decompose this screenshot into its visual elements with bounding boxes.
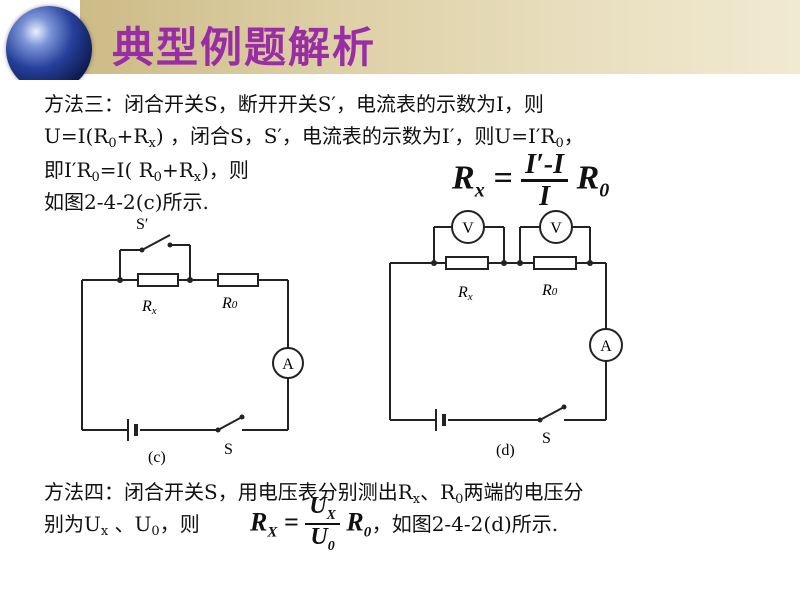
rx-label: Rx	[141, 298, 157, 317]
caption-c: (c)	[148, 449, 166, 466]
ammeter-label: A	[600, 338, 612, 355]
rx-label: Rx	[457, 284, 473, 303]
slide-header: 典型例题解析	[0, 0, 800, 80]
method4-line2: 别为Ux 、U0，则，如图2-4-2(d)所示.	[44, 512, 559, 539]
circuit-c-diagram: S′ Rx R0 A S (c)	[81, 216, 304, 466]
switch-s-prime-label: S′	[136, 216, 148, 233]
method3-line1: 方法三：闭合开关S，断开开关S′，电流表的示数为I，则	[44, 92, 544, 116]
ammeter-label: A	[282, 356, 294, 373]
voltmeter-1-label: V	[462, 220, 474, 237]
voltmeter-2-label: V	[550, 220, 562, 237]
method3-line2: U=I(R0+Rx) ，闭合S，S′，电流表的示数为I′，则U=I′R0，	[44, 124, 584, 151]
switch-s-label: S	[542, 430, 551, 447]
switch-s-label: S	[224, 441, 233, 458]
method3-line3: 即I′R0=I( R0+Rx)，则	[44, 158, 249, 185]
method3-line4: 如图2-4-2(c)所示.	[44, 190, 209, 214]
map-banner	[80, 0, 800, 74]
caption-d: (d)	[496, 442, 515, 459]
r0-label: R0	[541, 282, 558, 299]
globe-icon	[6, 6, 92, 80]
method4-line1: 方法四：闭合开关S，用电压表分别测出Rx、R0两端的电压分	[44, 480, 584, 507]
r0-label: R0	[221, 295, 238, 312]
slide-title: 典型例题解析	[112, 23, 377, 72]
circuit-d-diagram: V V Rx R0 A S (d)	[389, 210, 623, 459]
